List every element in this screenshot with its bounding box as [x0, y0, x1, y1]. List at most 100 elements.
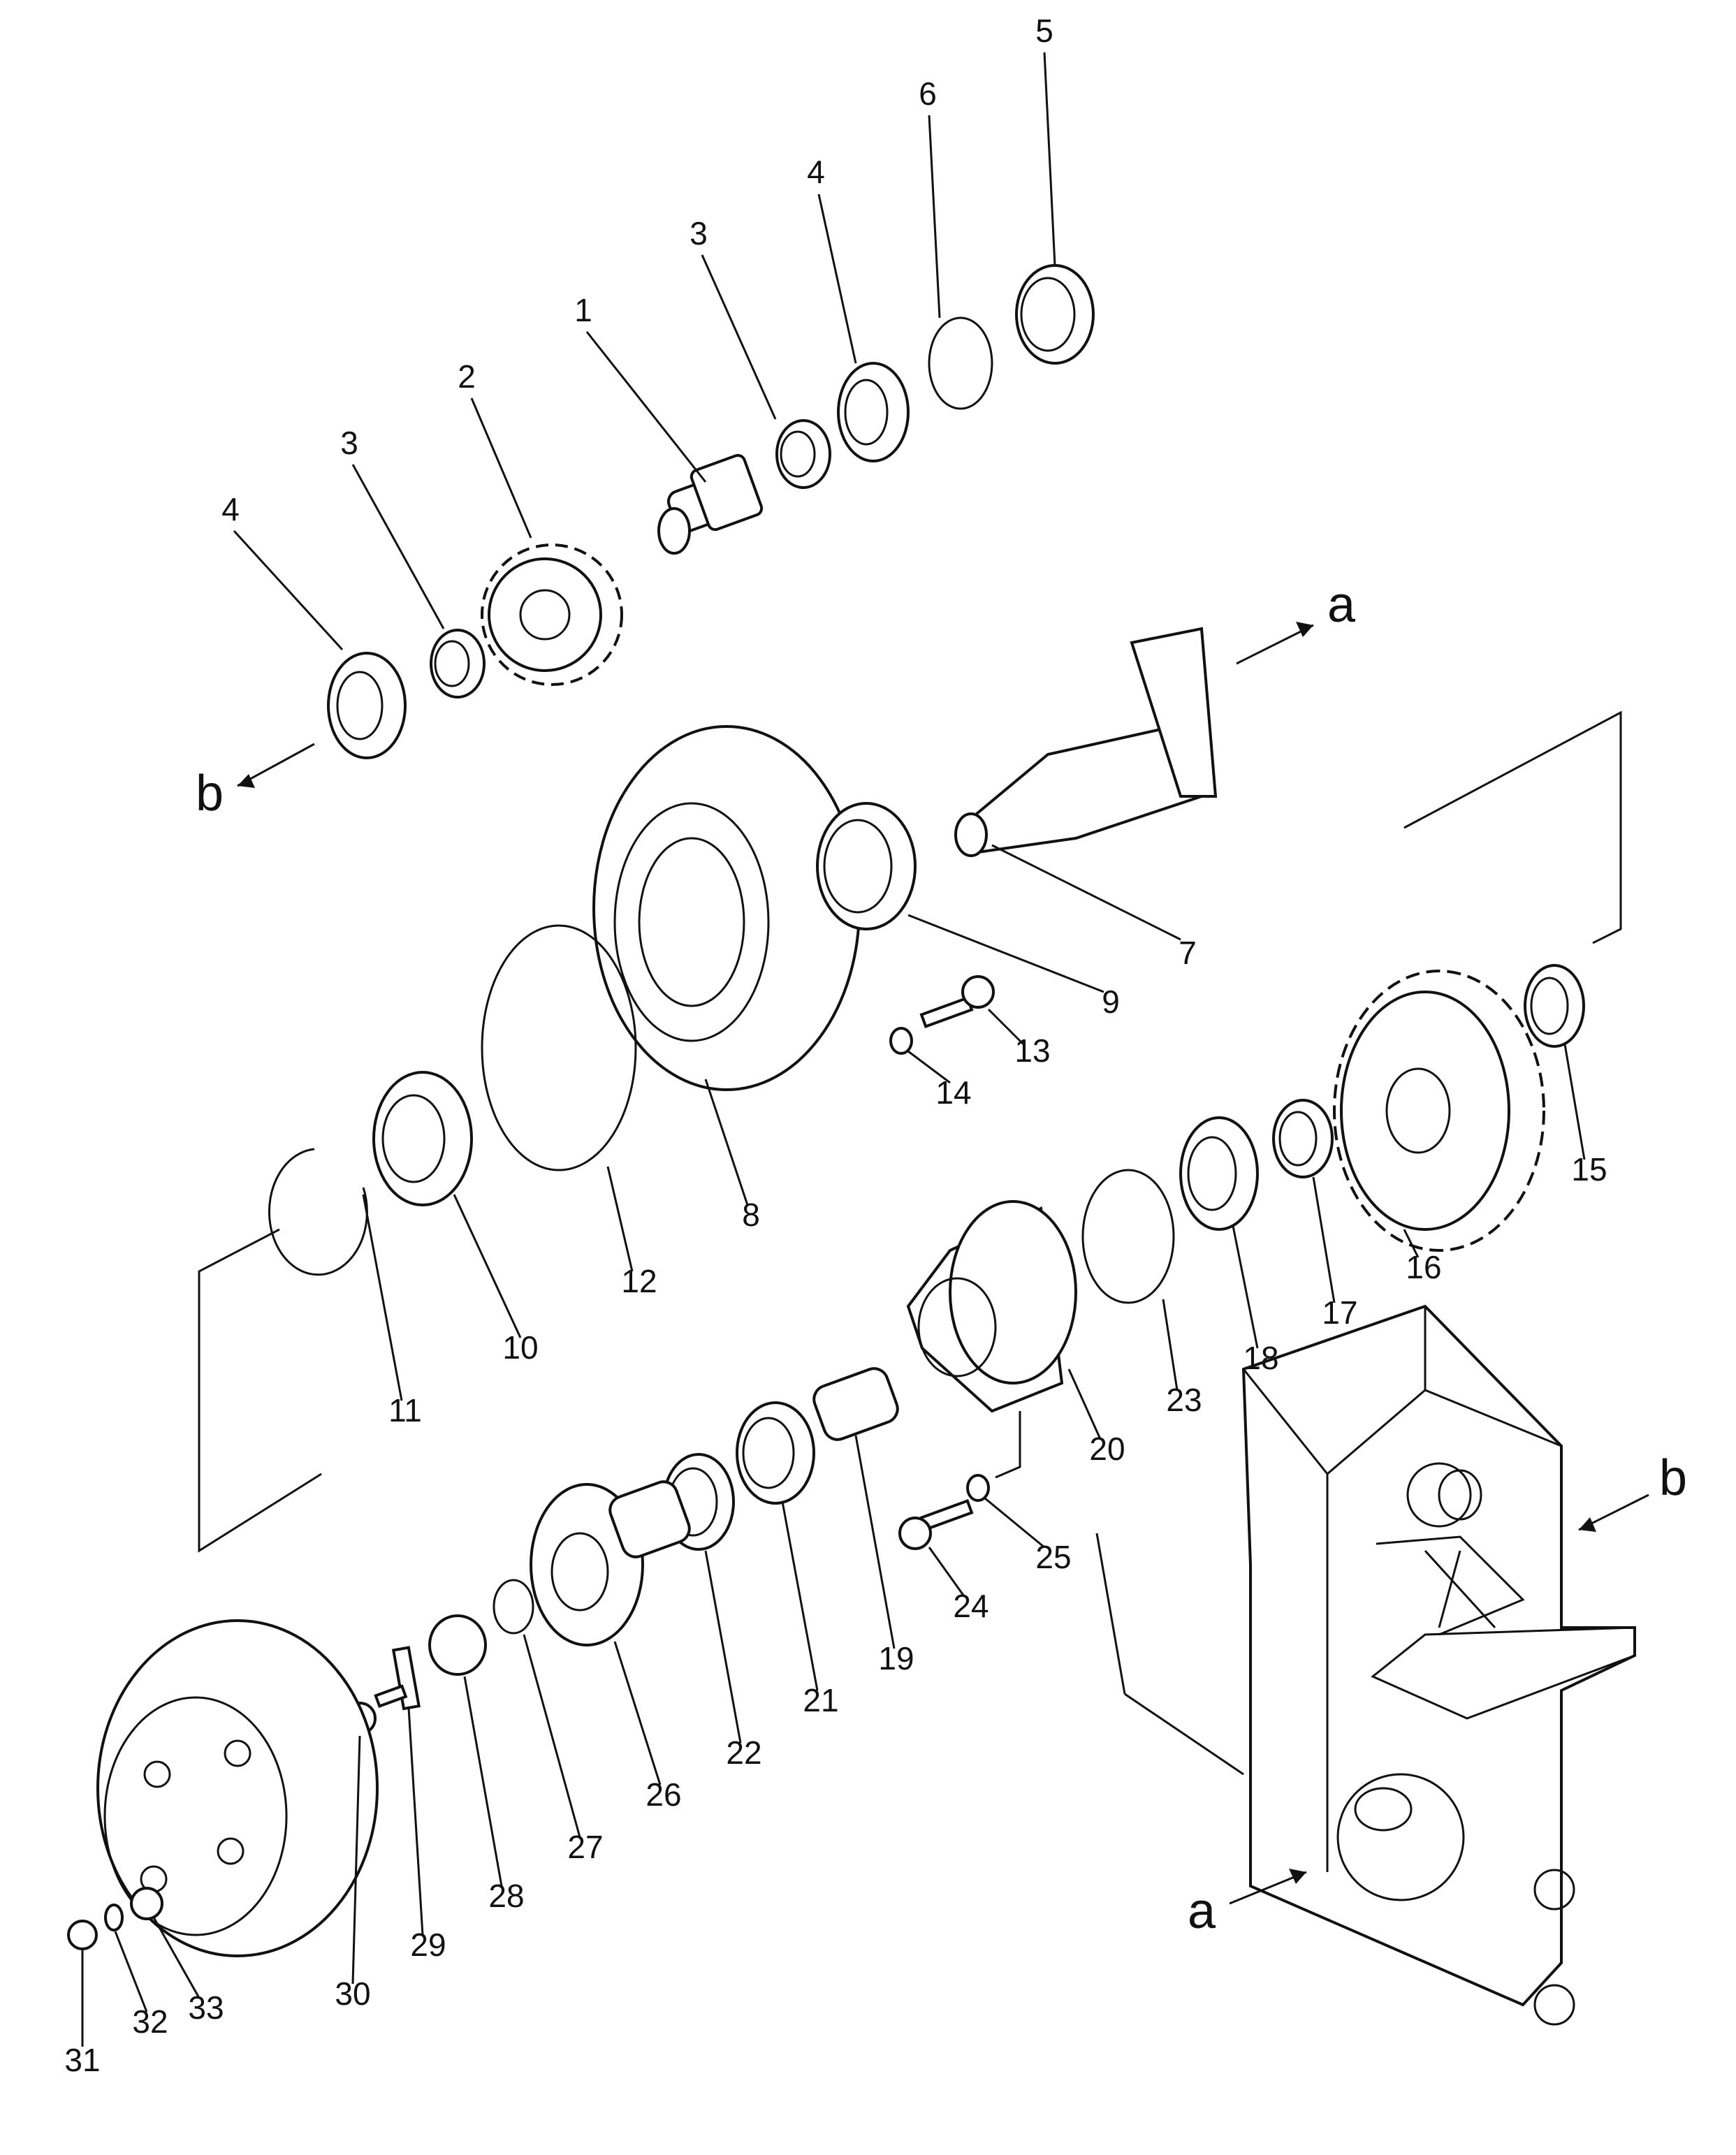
part-label-33: 33 — [188, 1989, 224, 2026]
leader-line-3 — [701, 254, 777, 420]
part-7-spline-shaft — [954, 627, 1218, 857]
part-label-13: 13 — [1014, 1032, 1050, 1069]
part-label-5: 5 — [1035, 13, 1053, 49]
part-18-bearing — [1179, 1116, 1259, 1231]
leader-line-30 — [351, 1735, 361, 1985]
part-24-bolt — [898, 1499, 974, 1550]
part-label-30: 30 — [335, 1975, 370, 2012]
leader-line-22 — [704, 1550, 742, 1744]
part-9-bearing — [816, 802, 917, 930]
part-label-7: 7 — [1179, 935, 1197, 971]
leader-line-33 — [152, 1917, 200, 1999]
part-29-lock-plate — [391, 1646, 421, 1711]
leader-line-20 — [1067, 1368, 1102, 1440]
part-32-washer — [104, 1904, 124, 1931]
ref-label-a-top: a — [1327, 577, 1356, 633]
part-8-cover — [592, 725, 861, 1091]
leader-line-32 — [114, 1931, 148, 2012]
part-label-10: 10 — [502, 1329, 538, 1366]
part-label-9: 9 — [1102, 984, 1120, 1020]
leader-line-10 — [453, 1194, 522, 1338]
leader-line-18 — [1232, 1225, 1259, 1349]
part-5-retainer — [1015, 264, 1095, 365]
leader-line-25 — [984, 1497, 1045, 1549]
part-label-29: 29 — [410, 1927, 446, 1963]
part-3-spacer-upper — [775, 419, 831, 489]
leader-line-16 — [1403, 1229, 1420, 1258]
leader-line-17 — [1312, 1176, 1336, 1303]
ref-label-b-left: b — [196, 766, 224, 821]
part-13-bolt — [919, 975, 995, 1028]
leader-line-2 — [470, 397, 532, 539]
leader-line-21 — [781, 1501, 819, 1691]
part-3-spacer-lower — [430, 629, 486, 699]
part-12-o-ring — [481, 924, 637, 1171]
part-label-24: 24 — [953, 1588, 989, 1624]
leader-line-13 — [987, 1008, 1025, 1046]
part-label-21: 21 — [803, 1682, 838, 1718]
part-label-3: 3 — [690, 215, 708, 251]
leader-line-8 — [704, 1079, 749, 1206]
leader-line-11 — [362, 1194, 403, 1401]
part-label-17: 17 — [1322, 1294, 1357, 1331]
leader-line-19 — [854, 1435, 896, 1649]
assembly-line-mid — [995, 1411, 1021, 1479]
part-label-31: 31 — [64, 2042, 100, 2078]
part-label-20: 20 — [1089, 1431, 1125, 1467]
ref-label-a-bottom: a — [1188, 1883, 1216, 1939]
ref-arrow-b-left: b — [196, 743, 315, 821]
part-27-o-ring — [493, 1579, 534, 1635]
part-label-1: 1 — [574, 292, 592, 328]
leader-line-28 — [463, 1676, 503, 1887]
leader-line-4 — [817, 193, 857, 364]
leader-line-7 — [991, 844, 1181, 941]
part-label-11: 11 — [388, 1392, 422, 1429]
part-20-housing — [906, 1200, 1077, 1413]
leader-line-5 — [1043, 52, 1056, 266]
leader-line-4 — [233, 529, 344, 651]
part-23-o-ring — [1081, 1169, 1175, 1304]
part-6-o-ring — [928, 316, 993, 410]
part-label-14: 14 — [935, 1074, 971, 1111]
leader-line-15 — [1563, 1044, 1586, 1160]
transmission-case — [1095, 1304, 1636, 2026]
part-2-gear — [481, 543, 623, 686]
part-label-27: 27 — [567, 1829, 603, 1865]
part-10-bearing — [372, 1071, 473, 1206]
leader-line-14 — [907, 1050, 951, 1084]
part-4-bearing-lower — [327, 652, 407, 759]
part-label-22: 22 — [726, 1734, 761, 1771]
ref-arrow-a-top: a — [1236, 577, 1356, 665]
leader-line-6 — [928, 115, 941, 319]
part-label-16: 16 — [1406, 1249, 1441, 1285]
part-label-18: 18 — [1243, 1340, 1278, 1376]
leader-line-27 — [523, 1634, 581, 1838]
assembly-line-left — [198, 1228, 322, 1553]
leader-line-26 — [613, 1641, 662, 1785]
part-17-spacer — [1272, 1099, 1334, 1178]
part-label-26: 26 — [645, 1776, 681, 1813]
leader-line-23 — [1162, 1299, 1179, 1391]
part-16-gear — [1333, 970, 1545, 1252]
part-4-bearing-upper — [837, 362, 910, 462]
part-label-15: 15 — [1571, 1151, 1607, 1188]
part-label-2: 2 — [458, 358, 476, 395]
part-brake-drum — [96, 1619, 379, 1957]
part-15-spacer — [1524, 964, 1585, 1048]
leader-line-12 — [606, 1166, 634, 1272]
part-21-bearing — [736, 1401, 815, 1505]
part-label-32: 32 — [132, 2003, 168, 2040]
part-26-flange — [530, 1480, 691, 1646]
ref-arrow-a-bottom: a — [1188, 1869, 1307, 1939]
part-label-12: 12 — [621, 1263, 657, 1299]
leader-line-1 — [585, 331, 707, 483]
part-33-collar — [130, 1887, 163, 1920]
part-25-washer — [966, 1474, 990, 1502]
assembly-line-right — [1403, 710, 1622, 944]
leader-line-24 — [928, 1547, 965, 1597]
part-31-nut — [67, 1920, 98, 1950]
part-14-washer — [889, 1027, 913, 1055]
ref-label-b-right: b — [1659, 1450, 1687, 1506]
part-label-3: 3 — [340, 425, 358, 461]
